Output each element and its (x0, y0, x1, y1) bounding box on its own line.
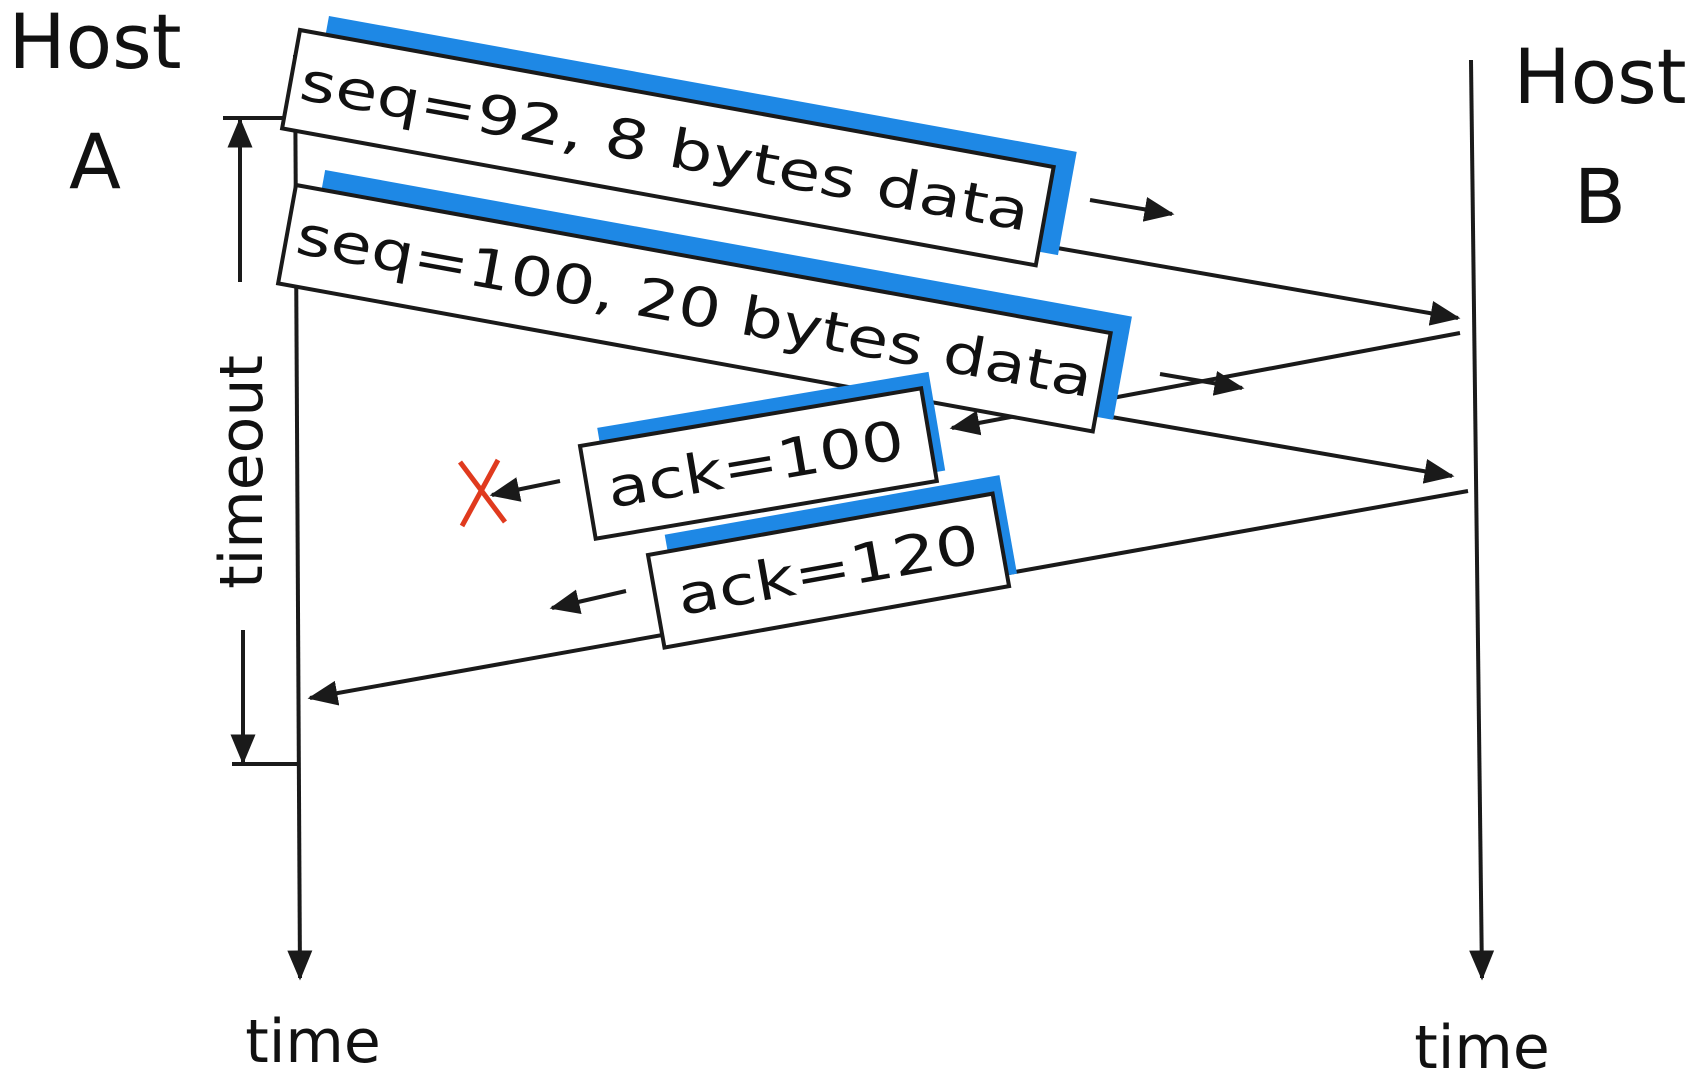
host-b-time-label: time (1414, 1013, 1550, 1077)
segment-ack120: ack=120 (645, 475, 1017, 650)
timeout-interval: timeout (207, 116, 298, 766)
ack120-direction-arrow (549, 589, 627, 615)
segment-seq92: seq=92, 8 bytes data (279, 15, 1077, 268)
x-mark-icon (458, 458, 507, 528)
seq100-direction-arrow (1159, 371, 1245, 396)
ack100-direction-arrow (489, 477, 561, 502)
host-a-label-line1: Host (8, 0, 181, 86)
timeout-label: timeout (207, 355, 277, 589)
host-b-label-line1: Host (1513, 32, 1686, 121)
host-b-label-line2: B (1574, 152, 1626, 241)
host-a-time-label: time (245, 1007, 381, 1077)
host-a-label-line2: A (69, 117, 121, 206)
seq92-direction-arrow (1089, 197, 1175, 222)
host-b-timeline (1469, 59, 1495, 981)
